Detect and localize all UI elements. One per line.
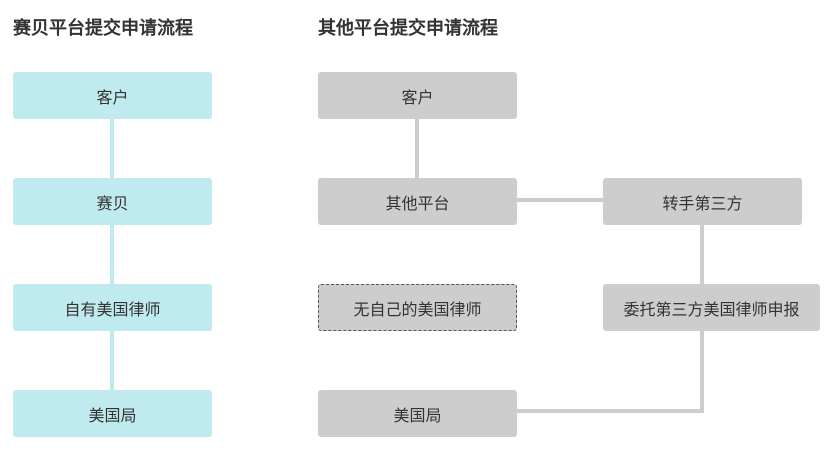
left-flow-title: 赛贝平台提交申请流程 — [13, 18, 193, 39]
right-node-delegate-lawyer: 委托第三方美国律师申报 — [603, 284, 820, 331]
right-flow-title: 其他平台提交申请流程 — [318, 18, 498, 39]
left-node-saibei: 赛贝 — [13, 178, 212, 225]
right-node-client: 客户 — [318, 72, 517, 119]
right-node-third-party: 转手第三方 — [603, 178, 802, 225]
right-connector-delegate-to-uspto — [516, 331, 704, 413]
right-node-other-platform: 其他平台 — [318, 178, 517, 225]
left-node-client: 客户 — [13, 72, 212, 119]
right-node-no-own-lawyer: 无自己的美国律师 — [318, 284, 517, 331]
left-node-uspto: 美国局 — [13, 390, 212, 437]
right-node-uspto: 美国局 — [318, 390, 517, 437]
left-node-own-lawyer: 自有美国律师 — [13, 284, 212, 331]
